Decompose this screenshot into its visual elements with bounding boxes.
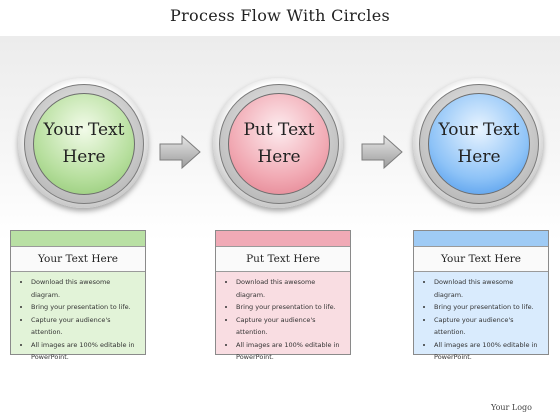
- diagram-title: Process Flow With Circles: [170, 6, 390, 25]
- list-item: Bring your presentation to life.: [434, 301, 542, 314]
- list-item: Bring your presentation to life.: [31, 301, 139, 314]
- list-item: Capture your audience's attention.: [434, 314, 542, 339]
- step-2-circle: Put Text Here: [213, 78, 343, 208]
- step-2-circle-text: Put Text Here: [228, 93, 330, 195]
- list-item: All images are 100% editable in PowerPoi…: [434, 339, 542, 364]
- step-3-circle: Your Text Here: [413, 78, 543, 208]
- step-2-card-strip: [216, 231, 350, 246]
- step-2-card: Put Text Here Download this awesome diag…: [215, 230, 351, 361]
- step-3-circle-text: Your Text Here: [428, 93, 530, 195]
- list-item: Capture your audience's attention.: [236, 314, 344, 339]
- arrow-right-icon: [159, 134, 201, 170]
- arrow-right-icon: [361, 134, 403, 170]
- list-item: All images are 100% editable in PowerPoi…: [236, 339, 344, 364]
- step-2-card-title: Put Text Here: [216, 246, 350, 272]
- list-item: Capture your audience's attention.: [31, 314, 139, 339]
- step-1-card-title: Your Text Here: [11, 246, 145, 272]
- step-1-card-strip: [11, 231, 145, 246]
- list-item: All images are 100% editable in PowerPoi…: [31, 339, 139, 364]
- list-item: Bring your presentation to life.: [236, 301, 344, 314]
- list-item: Download this awesome diagram.: [236, 276, 344, 301]
- step-1-circle: Your Text Here: [18, 78, 148, 208]
- step-3-card: Your Text Here Download this awesome dia…: [413, 230, 549, 361]
- logo-text: Your Logo: [491, 403, 532, 412]
- step-1-ring: Your Text Here: [24, 84, 144, 204]
- list-item: Download this awesome diagram.: [434, 276, 542, 301]
- list-item: Download this awesome diagram.: [31, 276, 139, 301]
- step-3-ring: Your Text Here: [419, 84, 539, 204]
- step-1-circle-text: Your Text Here: [33, 93, 135, 195]
- step-2-ring: Put Text Here: [219, 84, 339, 204]
- step-3-bullet-list: Download this awesome diagram. Bring you…: [414, 272, 548, 364]
- step-1-card: Your Text Here Download this awesome dia…: [10, 230, 146, 361]
- step-2-bullet-list: Download this awesome diagram. Bring you…: [216, 272, 350, 364]
- step-1-bullet-list: Download this awesome diagram. Bring you…: [11, 272, 145, 364]
- step-3-card-title: Your Text Here: [414, 246, 548, 272]
- step-3-card-strip: [414, 231, 548, 246]
